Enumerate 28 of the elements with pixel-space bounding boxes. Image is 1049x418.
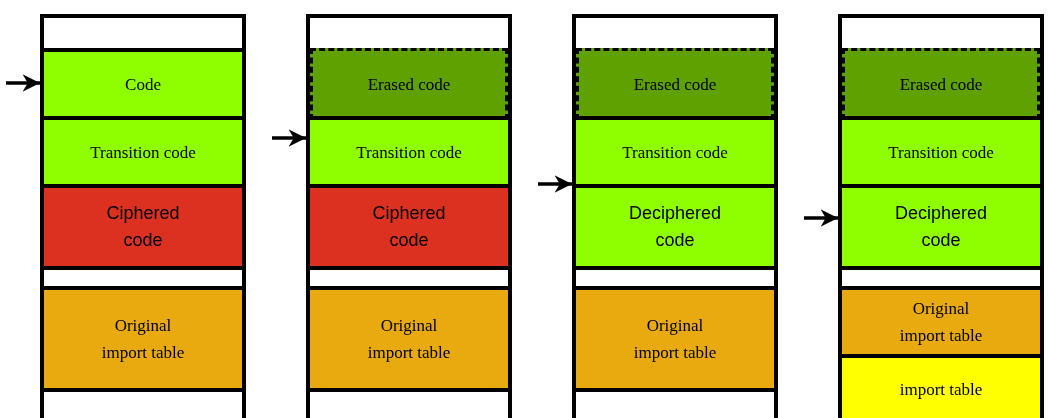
section-label: Original import table	[898, 298, 984, 347]
section-label: Original import table	[366, 315, 452, 364]
memory-column	[572, 14, 778, 418]
section-label: Transition code	[621, 141, 729, 164]
memory-section	[44, 286, 242, 392]
section-label: Original import table	[100, 315, 186, 364]
memory-section	[310, 286, 508, 392]
section-label: Deciphered code	[627, 202, 723, 252]
arrow	[538, 175, 572, 193]
section-label: Transition code	[89, 141, 197, 164]
section-label: Ciphered code	[371, 202, 447, 252]
section-label: Code	[124, 73, 162, 96]
section-label: Original import table	[632, 315, 718, 364]
section-label: Deciphered code	[893, 202, 989, 252]
memory-column	[838, 14, 1044, 418]
section-label: Transition code	[355, 141, 463, 164]
section-label: import table	[898, 378, 984, 401]
section-label: Transition code	[887, 141, 995, 164]
section-label: Erased code	[898, 73, 984, 96]
memory-column	[40, 14, 246, 418]
arrow	[6, 74, 40, 92]
memory-section	[576, 286, 774, 392]
section-label: Ciphered code	[105, 202, 181, 252]
arrow	[272, 129, 306, 147]
section-label: Erased code	[366, 73, 452, 96]
arrow	[804, 209, 838, 227]
section-label: Erased code	[632, 73, 718, 96]
memory-column	[306, 14, 512, 418]
